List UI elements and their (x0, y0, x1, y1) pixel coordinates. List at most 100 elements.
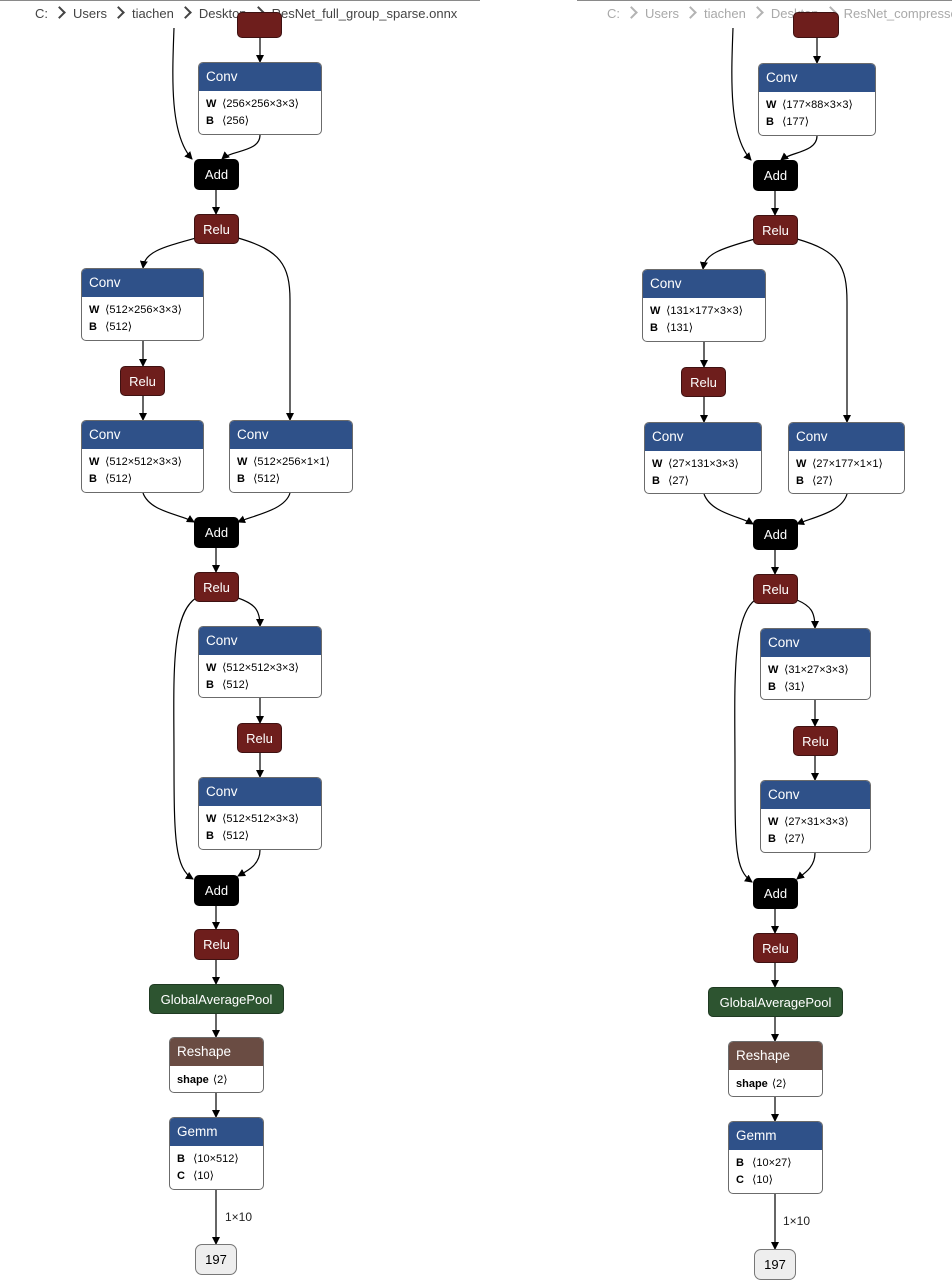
relu-node[interactable]: Relu (120, 366, 165, 396)
conv-node[interactable]: Conv W ⟨512×256×1×1⟩ B ⟨512⟩ (229, 420, 353, 493)
c-key: C (177, 1170, 185, 1182)
conv-node[interactable]: Conv W ⟨27×177×1×1⟩ B ⟨27⟩ (788, 422, 905, 494)
c-shape: ⟨10⟩ (193, 1170, 214, 1182)
gemm-node[interactable]: Gemm B ⟨10×512⟩ C ⟨10⟩ (169, 1117, 264, 1190)
weight-shape: ⟨512×512×3×3⟩ (222, 662, 299, 674)
breadcrumb-file[interactable]: ResNet_full_group_sparse.onnx (271, 6, 458, 21)
node-title: Conv (789, 423, 904, 451)
add-node[interactable]: Add (194, 159, 239, 190)
bias-shape: ⟨256⟩ (222, 115, 249, 127)
relu-node[interactable]: Relu (753, 215, 798, 245)
weight-shape: ⟨27×177×1×1⟩ (812, 458, 883, 470)
weight-shape: ⟨177×88×3×3⟩ (782, 99, 853, 111)
relu-node[interactable]: Relu (793, 726, 838, 756)
bias-key: B (652, 475, 660, 487)
bias-shape: ⟨512⟩ (222, 679, 249, 691)
bias-shape: ⟨512⟩ (105, 321, 132, 333)
add-node[interactable]: Add (194, 875, 239, 906)
conv-node[interactable]: Conv W ⟨512×512×3×3⟩ B ⟨512⟩ (198, 626, 322, 698)
conv-node[interactable]: Conv W ⟨27×131×3×3⟩ B ⟨27⟩ (644, 422, 762, 494)
relu-node[interactable]: Relu (681, 367, 726, 397)
breadcrumb-users[interactable]: Users (645, 6, 679, 21)
weight-shape: ⟨256×256×3×3⟩ (222, 98, 299, 110)
relu-node-partial[interactable] (237, 12, 282, 38)
conv-node[interactable]: Conv W ⟨512×512×3×3⟩ B ⟨512⟩ (198, 777, 322, 850)
reshape-node[interactable]: Reshape shape ⟨2⟩ (169, 1037, 264, 1093)
node-title: Conv (82, 269, 203, 297)
weight-shape: ⟨131×177×3×3⟩ (666, 305, 743, 317)
breadcrumb-user[interactable]: tiachen (131, 6, 174, 21)
relu-node[interactable]: Relu (194, 929, 239, 960)
weight-key: W (768, 816, 779, 828)
breadcrumb: C: Users tiachen Desktop ResNet_full_group_s… (35, 6, 457, 21)
node-title: Conv (761, 629, 870, 657)
bias-shape: ⟨512⟩ (222, 830, 249, 842)
relu-node[interactable]: Relu (237, 723, 282, 753)
bias-key: B (89, 473, 97, 485)
node-title: Conv (761, 781, 870, 809)
edge-shape-label: 1×10 (783, 1214, 811, 1228)
relu-node-partial[interactable] (793, 12, 839, 38)
node-title: Conv (759, 64, 875, 92)
relu-node[interactable]: Relu (194, 214, 239, 244)
conv-node[interactable]: Conv W ⟨27×31×3×3⟩ B ⟨27⟩ (760, 780, 871, 853)
weight-shape: ⟨31×27×3×3⟩ (784, 664, 849, 676)
conv-node[interactable]: Conv W ⟨512×512×3×3⟩ B ⟨512⟩ (81, 420, 204, 493)
node-title: Conv (230, 421, 352, 449)
add-node[interactable]: Add (753, 878, 798, 909)
bias-shape: ⟨131⟩ (666, 322, 693, 334)
reshape-node[interactable]: Reshape shape ⟨2⟩ (728, 1041, 823, 1097)
weight-key: W (89, 456, 100, 468)
global-average-pool-node[interactable]: GlobalAveragePool (149, 984, 284, 1014)
weight-key: W (206, 662, 217, 674)
graph-edges (699, 27, 851, 1250)
shape-key: shape (736, 1078, 768, 1090)
conv-node[interactable]: Conv W ⟨31×27×3×3⟩ B ⟨31⟩ (760, 628, 871, 700)
weight-key: W (796, 458, 807, 470)
bias-key: B (206, 679, 214, 691)
shape-key: shape (177, 1074, 209, 1086)
node-title: Conv (199, 627, 321, 655)
edge-shape-label: 1×10 (225, 1210, 253, 1224)
weight-shape: ⟨512×256×3×3⟩ (105, 304, 182, 316)
bias-key: B (766, 116, 774, 128)
node-title: Conv (199, 63, 321, 91)
relu-node[interactable]: Relu (194, 572, 239, 602)
conv-node[interactable]: Conv W ⟨131×177×3×3⟩ B ⟨131⟩ (642, 269, 766, 342)
c-key: C (736, 1174, 744, 1186)
node-title: Conv (199, 778, 321, 806)
breadcrumb-user[interactable]: tiachen (703, 6, 746, 21)
conv-node[interactable]: Conv W ⟨177×88×3×3⟩ B ⟨177⟩ (758, 63, 876, 136)
breadcrumb-desktop[interactable]: Desktop (198, 6, 247, 21)
node-title: Gemm (729, 1122, 822, 1150)
relu-node[interactable]: Relu (753, 933, 798, 963)
node-title: Gemm (170, 1118, 263, 1146)
c-shape: ⟨10⟩ (752, 1174, 773, 1186)
add-node[interactable]: Add (194, 517, 239, 548)
bias-shape: ⟨31⟩ (784, 681, 805, 693)
bias-shape: ⟨512⟩ (253, 473, 280, 485)
right-graph-panel: C:UserstiachenDesktopResNet_compressed.o… (577, 0, 952, 1285)
weight-shape: ⟨512×256×1×1⟩ (253, 456, 330, 468)
relu-node[interactable]: Relu (753, 574, 798, 604)
gemm-node[interactable]: Gemm B ⟨10×27⟩ C ⟨10⟩ (728, 1121, 823, 1194)
b-key: B (736, 1157, 744, 1169)
conv-node[interactable]: Conv W ⟨512×256×3×3⟩ B ⟨512⟩ (81, 268, 204, 341)
add-node[interactable]: Add (753, 160, 798, 191)
weight-key: W (650, 305, 661, 317)
breadcrumb-file[interactable]: ResNet_compressed.onnx (843, 6, 952, 21)
node-title: Conv (645, 423, 761, 451)
conv-node[interactable]: Conv W ⟨256×256×3×3⟩ B ⟨256⟩ (198, 62, 322, 135)
breadcrumb-drive[interactable]: C: (607, 6, 620, 21)
output-node[interactable]: 197 (195, 1244, 237, 1275)
bias-shape: ⟨27⟩ (668, 475, 689, 487)
output-node[interactable]: 197 (754, 1249, 796, 1280)
bias-shape: ⟨177⟩ (782, 116, 809, 128)
add-node[interactable]: Add (753, 519, 798, 550)
bias-key: B (650, 322, 658, 334)
breadcrumb-users[interactable]: Users (73, 6, 107, 21)
breadcrumb-drive[interactable]: C: (35, 6, 48, 21)
bias-shape: ⟨27⟩ (812, 475, 833, 487)
node-title: Reshape (170, 1038, 263, 1066)
global-average-pool-node[interactable]: GlobalAveragePool (708, 987, 843, 1017)
